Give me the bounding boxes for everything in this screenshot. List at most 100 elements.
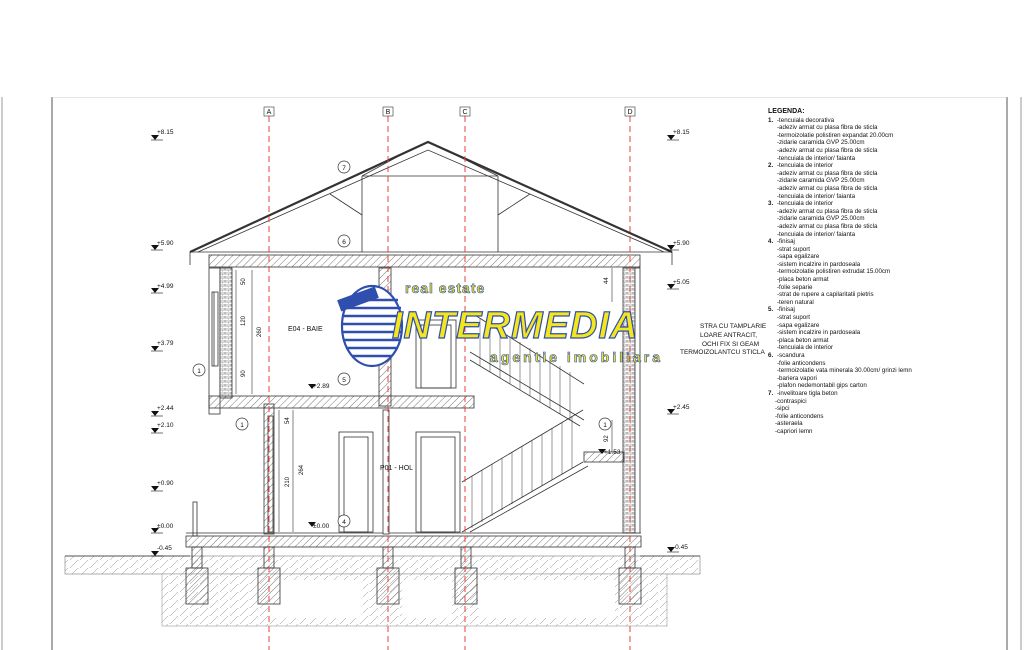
level-marker: +2.44 [151,405,174,417]
watermark-bottom: agentie imobiliara [490,349,663,365]
dim-120: 120 [241,315,247,326]
svg-text:+3.79: +3.79 [157,340,174,347]
svg-text:+8.15: +8.15 [157,129,174,136]
callout-6: 6 [337,234,351,248]
legend-item: -adeziv armat cu plasa fibra de sticla [777,184,878,192]
axis-label-a: A [267,109,272,116]
legend-item: -capriori lemn [775,427,813,435]
legend-group-head: -tencuiala decorativa [777,116,835,124]
legend-item: -asteraela [775,420,803,428]
legend-item: -sipci [775,405,790,413]
svg-text:+1.53: +1.53 [604,449,621,456]
legend-item: -sistem incalzire in pardoseala [777,260,861,268]
dim-44: 44 [604,277,610,284]
svg-text:1: 1 [603,422,607,429]
level-marker: +2.45 [667,404,690,415]
watermark-top: real estate [405,280,485,296]
legend-group-number: 6. [768,352,774,359]
svg-text:±0.00: ±0.00 [157,523,174,530]
legend-group-number: 7. [768,389,774,397]
legend-item: -placa beton armat [777,276,829,284]
callout-1: 1 [192,363,206,377]
legend-item: -tencuiala de interior/ faianta [777,192,856,200]
legend-item: -folie separie [777,283,813,291]
svg-text:4: 4 [342,519,346,526]
svg-text:+2.44: +2.44 [157,405,174,412]
legend-title: LEGENDA: [768,108,805,115]
svg-text:OCHI FIX SI GEAM: OCHI FIX SI GEAM [702,341,759,348]
legend-item: -folie anticondens [775,412,824,420]
svg-text:+5.90: +5.90 [673,240,690,247]
svg-text:-0.45: -0.45 [673,544,688,551]
callout-5: 5 [337,372,351,386]
svg-text:TERMOIZOLANTCU STICLA: TERMOIZOLANTCU STICLA [680,349,766,356]
svg-text:+5.90: +5.90 [157,240,174,247]
axis-label-c: C [462,109,467,116]
dimension-lines [235,268,613,532]
legend-item: -strat suport [777,314,811,322]
ground-slab [65,532,700,557]
dim-260: 260 [257,326,263,337]
window-left [211,291,274,533]
chimney-pipe [192,501,198,537]
legend-item: -sistem incalzire in pardoseala [777,329,861,337]
legend-item: -placa beton armat [777,336,829,344]
level-marker: +1.53 [598,449,621,456]
callout-1: 1 [235,417,249,431]
legend-group-head: -finisaj [777,306,795,314]
soil-ground [64,555,701,627]
level-marker: +2.10 [151,422,174,434]
svg-text:±0.00: ±0.00 [313,523,330,530]
svg-text:7: 7 [342,165,346,172]
callouts: 7 6 1 5 1 4 1 [192,160,612,528]
callout-4: 4 [337,514,351,528]
legend-group-number: 3. [768,200,774,208]
window-note: STRA CU TAMPLARIE LOARE ANTRACIT, OCHI F… [680,323,767,356]
legend-group-header: 5.-finisaj [768,306,968,314]
watermark-main: INTERMEDIA [392,305,638,347]
legend-panel: LEGENDA: 1.-tencuiala decorativa-adeziv … [768,108,968,436]
room-label-e04: E04 - BAIE [288,326,323,333]
svg-text:-0.45: -0.45 [157,545,172,552]
svg-text:+8.15: +8.15 [673,129,690,136]
legend-group-head: -tencuiala de interior [777,200,834,208]
svg-text:+0.90: +0.90 [157,480,174,487]
dim-90: 90 [241,370,247,377]
roof [189,140,673,265]
room-labels: E04 - BAIE P01 - HOL [288,326,413,472]
legend-item: -adeziv armat cu plasa fibra de sticla [777,207,878,215]
grid-axis-tags [263,106,636,117]
svg-text:1: 1 [240,422,244,429]
svg-text:+2.45: +2.45 [673,404,690,411]
dimension-labels: 50 120 260 90 54 264 210 44 92 [241,277,610,487]
dim-50: 50 [241,278,247,285]
dim-92: 92 [604,435,610,442]
legend-group-header: 4.-finisaj [768,238,968,246]
legend-item: -strat de rupere a capilaritatii pietris [777,291,874,299]
room-label-p01: P01 - HOL [380,465,413,472]
legend-item: -termoizolatie polistiren expandat 20.00… [777,131,894,139]
legend-group-header: 1.-tencuiala decorativa [768,117,968,125]
legend-group-header: 7.-invelitoare tigla beton [768,390,968,398]
level-marker: -0.45 [667,544,688,553]
svg-text:STRA CU TAMPLARIE: STRA CU TAMPLARIE [700,323,767,330]
legend-group-head: -tencuiala de interior [777,162,834,170]
dim-210: 210 [285,476,291,487]
intermedia-watermark: real estate INTERMEDIA agentie imobiliar… [337,280,663,368]
level-marker: ±0.00 [308,522,330,530]
axis-label-d: D [627,109,632,116]
svg-text:LOARE ANTRACIT,: LOARE ANTRACIT, [700,332,757,339]
level-marker: +5.90 [151,240,174,251]
level-markers-left: +8.15 +5.90 +4.99 +3.79 +2.44 +2.10 +0.9… [151,129,174,557]
legend-item: -tencuiala de interior [777,344,834,352]
legend-group-number: 4. [768,238,774,246]
dim-264: 264 [299,464,305,475]
legend-item: -sapa egalizare [777,321,820,329]
level-marker: +4.99 [151,283,174,294]
legend-group-number: 5. [768,306,774,314]
level-marker: ±0.00 [151,523,174,534]
legend-item: -adeziv armat cu plasa fibra de sticla [777,146,878,154]
legend-item: -adeziv armat cu plasa fibra de sticla [777,124,878,132]
legend-item: -bariera vapori [777,374,817,382]
